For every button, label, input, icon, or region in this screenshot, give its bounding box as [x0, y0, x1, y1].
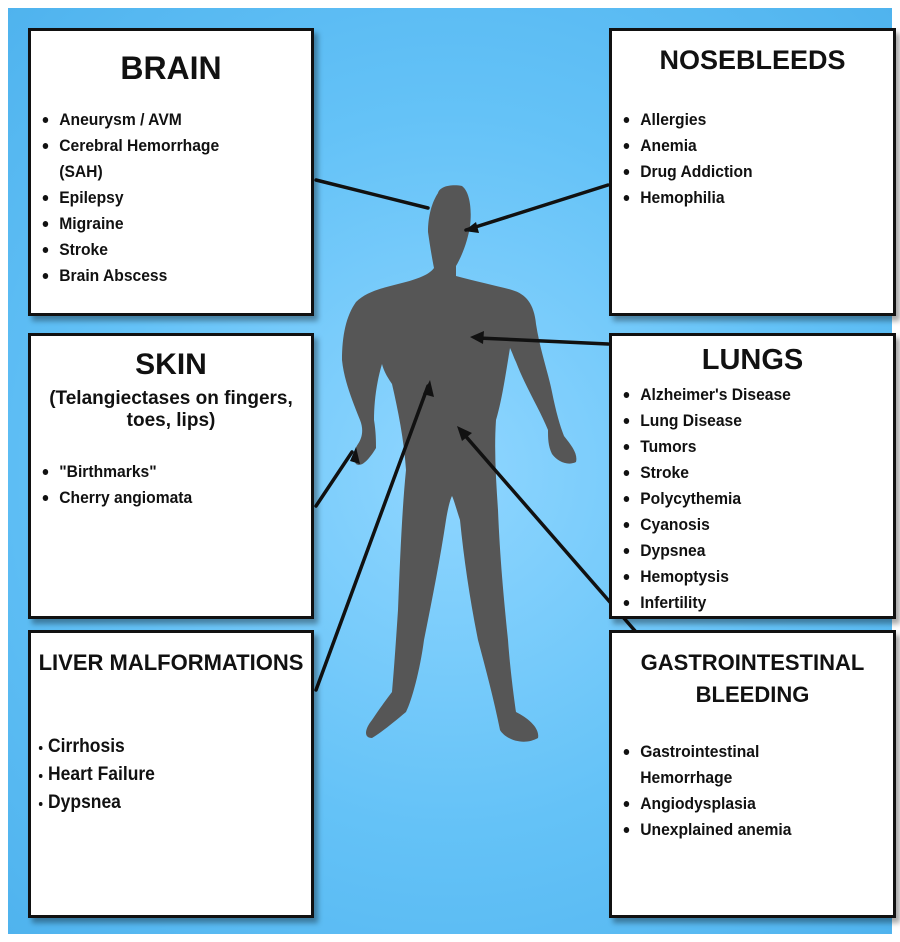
lungs-title: LUNGS — [612, 344, 893, 376]
liver-title: LIVER MALFORMATIONS — [31, 647, 311, 679]
brain-item: Stroke — [39, 237, 289, 263]
brain-item: Cerebral Hemorrhage (SAH) — [39, 133, 252, 185]
brain-box: BRAIN Aneurysm / AVM Cerebral Hemorrhage… — [28, 28, 314, 316]
skin-item: Cherry angiomata — [39, 485, 289, 511]
nosebleeds-item: Anemia — [620, 133, 871, 159]
brain-title: BRAIN — [31, 51, 311, 87]
skin-item: "Birthmarks" — [39, 459, 289, 485]
nosebleeds-box: NOSEBLEEDS Allergies Anemia Drug Addicti… — [609, 28, 896, 316]
gastrointestinal-item: Gastrointestinal Hemorrhage — [620, 739, 833, 791]
lungs-item: Stroke — [620, 460, 871, 486]
liver-item: Cirrhosis — [37, 733, 289, 761]
liver-box: LIVER MALFORMATIONS Cirrhosis Heart Fail… — [28, 630, 314, 918]
lungs-list: Alzheimer's Disease Lung Disease Tumors … — [620, 382, 893, 616]
brain-item: Migraine — [39, 211, 289, 237]
human-silhouette — [342, 185, 576, 741]
nosebleeds-title: NOSEBLEEDS — [612, 45, 893, 75]
gastrointestinal-item: Angiodysplasia — [620, 791, 871, 817]
lungs-item: Hemoptysis — [620, 564, 871, 590]
brain-list: Aneurysm / AVM Cerebral Hemorrhage (SAH)… — [39, 107, 311, 289]
skin-subtitle: (Telangiectases on fingers, toes, lips) — [31, 388, 311, 434]
skin-list: "Birthmarks" Cherry angiomata — [39, 459, 311, 511]
connector-brain — [316, 180, 428, 208]
lungs-item: Tumors — [620, 434, 871, 460]
brain-item: Epilepsy — [39, 185, 289, 211]
lungs-item: Infertility — [620, 590, 871, 616]
liver-list: Cirrhosis Heart Failure Dypsnea — [37, 733, 311, 817]
brain-item: Brain Abscess — [39, 263, 289, 289]
gastrointestinal-title: GASTROINTESTINAL BLEEDING — [612, 647, 893, 711]
lungs-item: Polycythemia — [620, 486, 871, 512]
liver-item: Heart Failure — [37, 761, 289, 789]
nosebleeds-item: Hemophilia — [620, 185, 871, 211]
lungs-item: Alzheimer's Disease — [620, 382, 871, 408]
lungs-item: Cyanosis — [620, 512, 871, 538]
liver-item: Dypsnea — [37, 789, 289, 817]
lungs-box: LUNGS Alzheimer's Disease Lung Disease T… — [609, 333, 896, 619]
brain-item: Aneurysm / AVM — [39, 107, 289, 133]
lungs-item: Dypsnea — [620, 538, 871, 564]
connector-nosebleeds — [466, 185, 608, 230]
nosebleeds-item: Allergies — [620, 107, 871, 133]
gastrointestinal-list: Gastrointestinal Hemorrhage Angiodysplas… — [620, 739, 893, 843]
gastrointestinal-item: Unexplained anemia — [620, 817, 871, 843]
lungs-item: Lung Disease — [620, 408, 871, 434]
gastrointestinal-box: GASTROINTESTINAL BLEEDING Gastrointestin… — [609, 630, 896, 918]
skin-title: SKIN — [31, 348, 311, 382]
nosebleeds-item: Drug Addiction — [620, 159, 871, 185]
connector-skin — [316, 452, 352, 506]
skin-box: SKIN (Telangiectases on fingers, toes, l… — [28, 333, 314, 619]
nosebleeds-list: Allergies Anemia Drug Addiction Hemophil… — [620, 107, 893, 211]
